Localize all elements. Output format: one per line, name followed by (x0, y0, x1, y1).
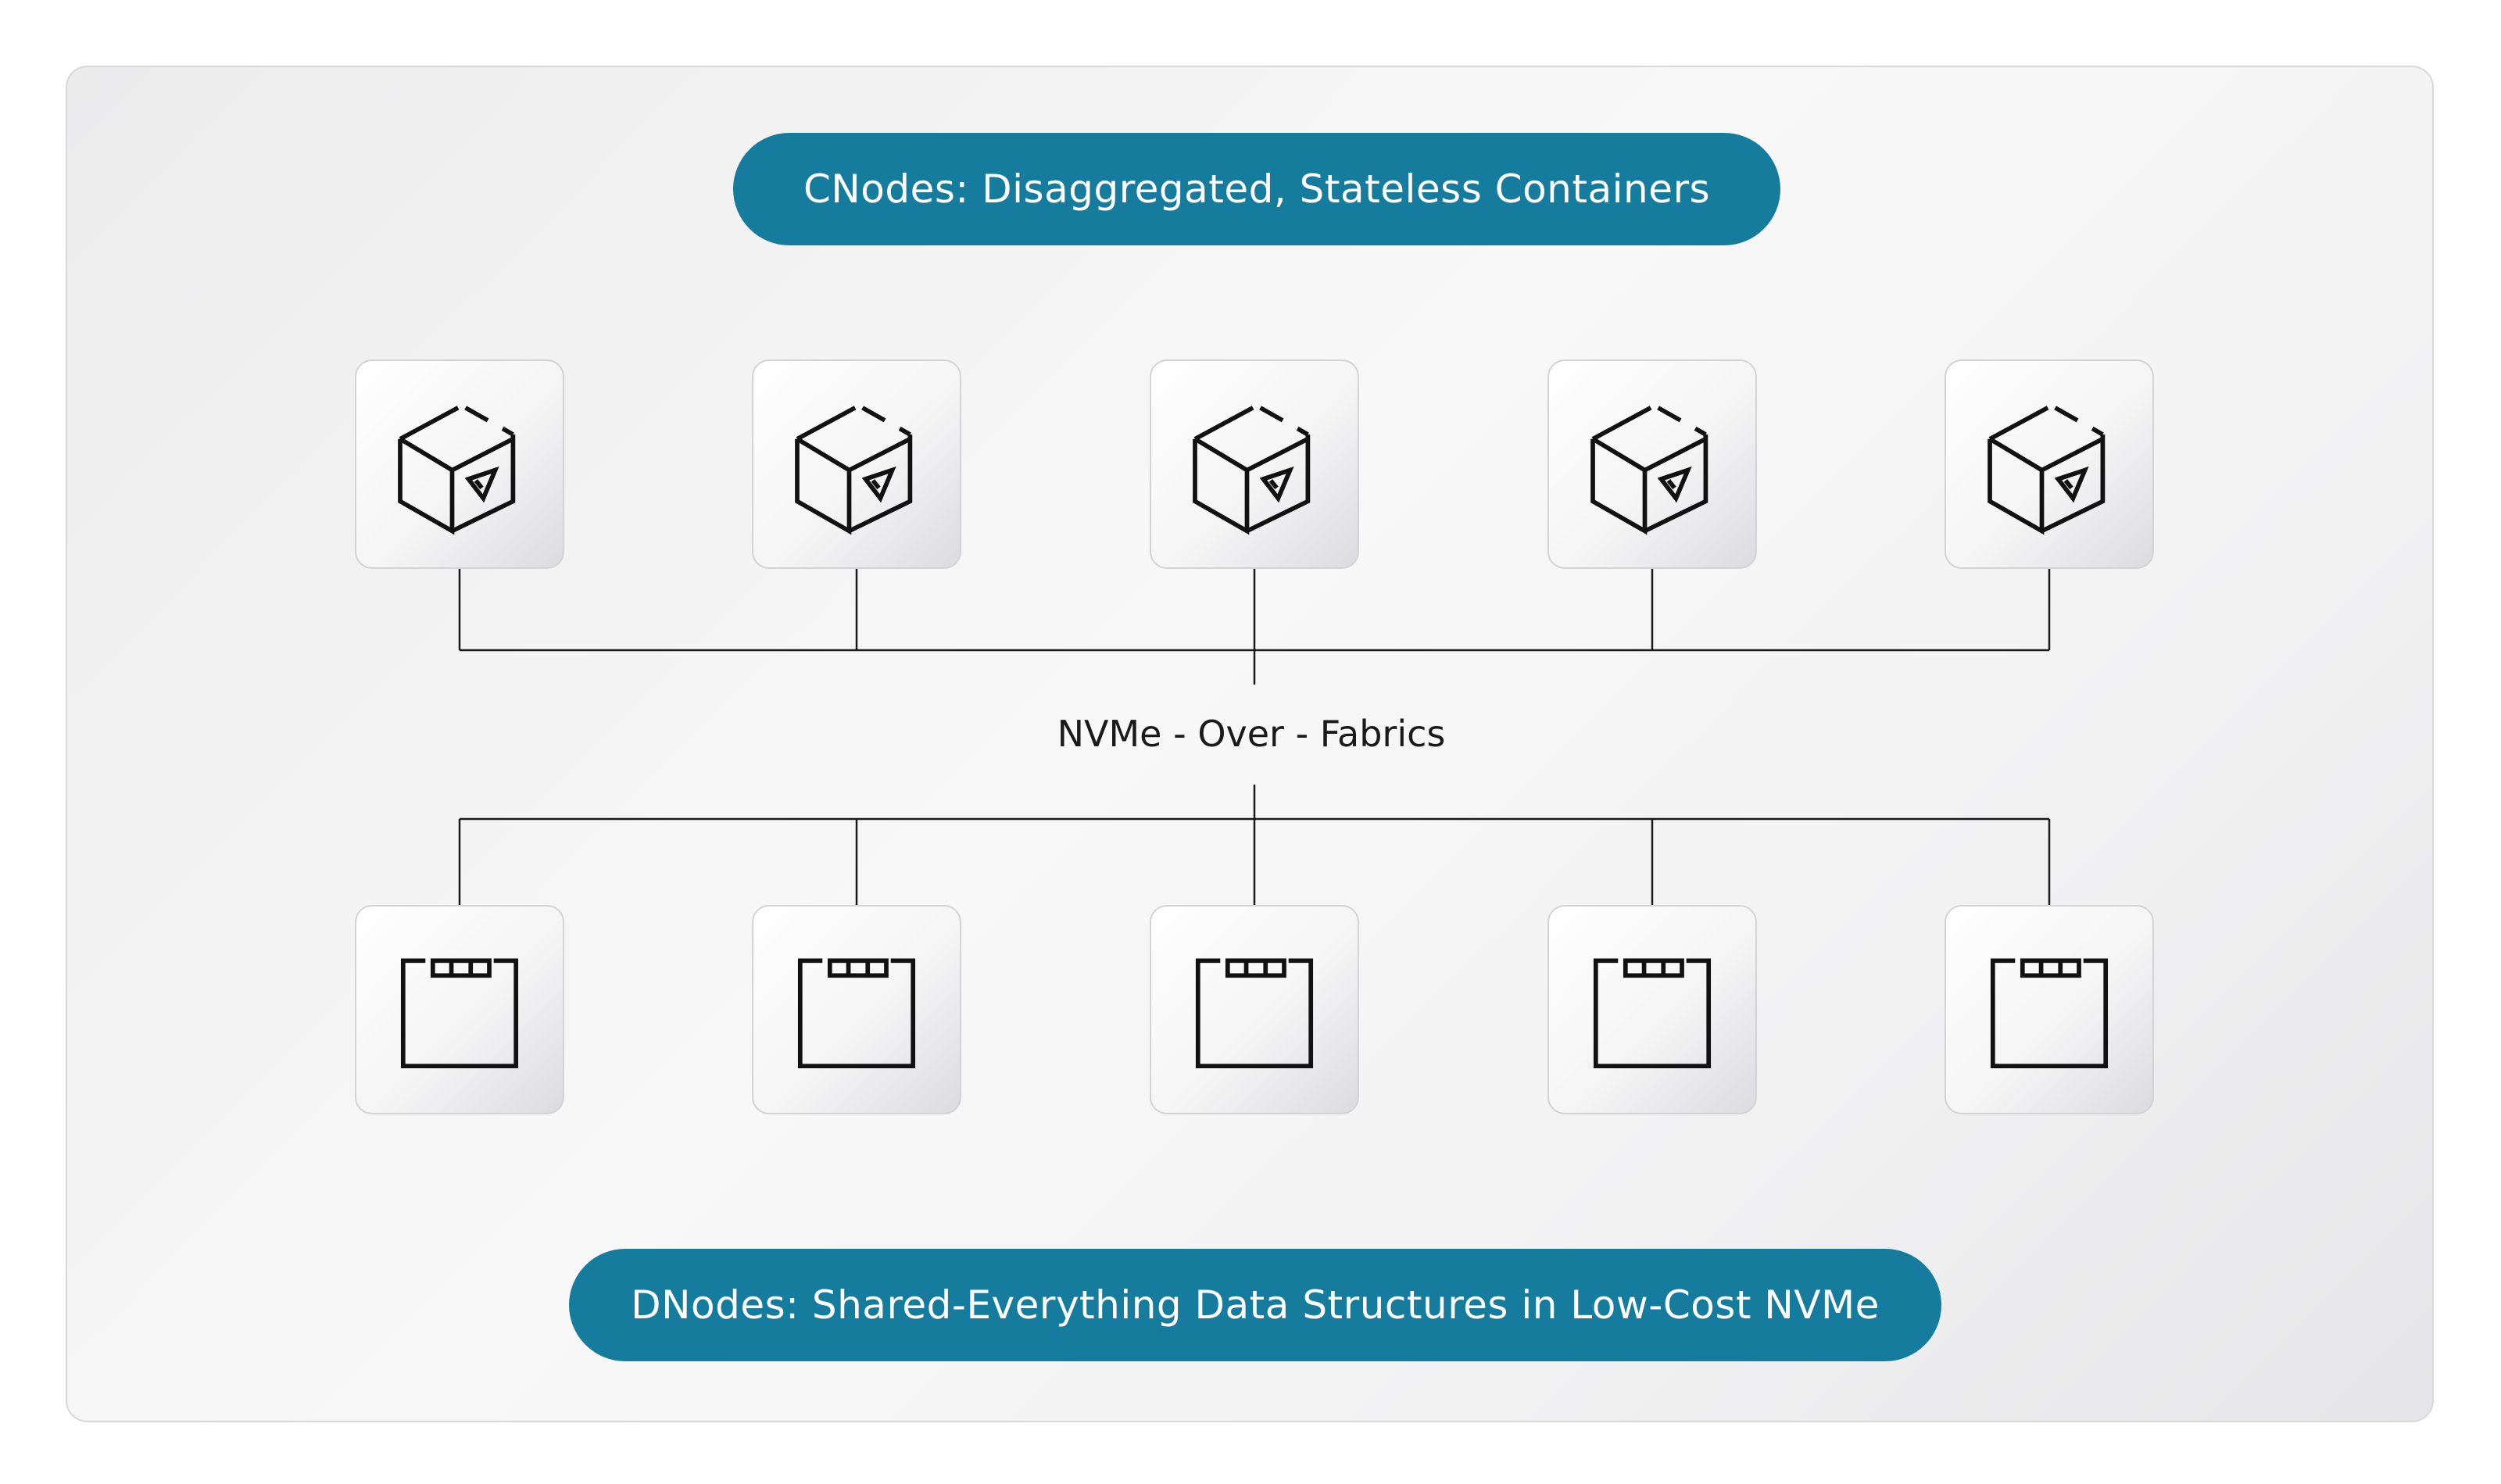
cnode-box-2 (752, 359, 961, 569)
cnodes-title-pill: CNodes: Disaggregated, Stateless Contain… (733, 133, 1780, 245)
cnode-box-3 (1150, 359, 1359, 569)
fabric-label: NVMe - Over - Fabrics (1057, 713, 1446, 755)
storage-drive-icon (400, 958, 519, 1069)
cnodes-title: CNodes: Disaggregated, Stateless Contain… (803, 166, 1711, 212)
storage-drive-icon (797, 958, 916, 1069)
storage-drive-icon (1195, 958, 1314, 1069)
cnode-box-4 (1547, 359, 1757, 569)
container-cube-icon (398, 406, 516, 535)
dnode-box-1 (355, 905, 564, 1114)
connector-lines (458, 567, 2051, 905)
dnode-box-2 (752, 905, 961, 1114)
container-cube-icon (1590, 406, 1708, 535)
storage-drive-icon (1990, 958, 2109, 1069)
container-cube-icon (795, 406, 913, 535)
container-cube-icon (1193, 406, 1311, 535)
dnode-box-4 (1547, 905, 1757, 1114)
diagram-frame: CNodes: Disaggregated, Stateless Contain… (66, 66, 2434, 1422)
dnode-box-5 (1945, 905, 2154, 1114)
dnodes-title: DNodes: Shared-Everything Data Structure… (631, 1282, 1880, 1328)
cnode-box-1 (355, 359, 564, 569)
cnode-box-5 (1945, 359, 2154, 569)
container-cube-icon (1988, 406, 2106, 535)
dnodes-title-pill: DNodes: Shared-Everything Data Structure… (569, 1249, 1941, 1361)
storage-drive-icon (1593, 958, 1712, 1069)
dnode-box-3 (1150, 905, 1359, 1114)
